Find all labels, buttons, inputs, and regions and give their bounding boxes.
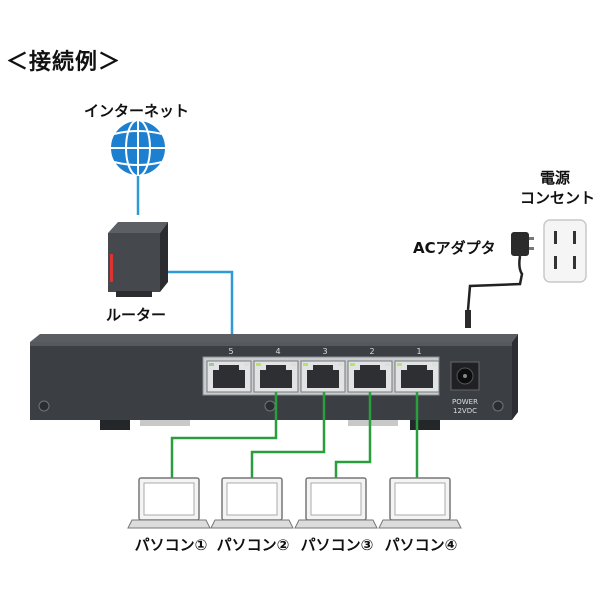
outlet-label-line1: 電源 bbox=[539, 169, 570, 187]
pc-label-4: パソコン④ bbox=[384, 536, 458, 554]
lan-port-2[interactable] bbox=[347, 360, 393, 393]
port-number-3: 3 bbox=[322, 347, 327, 356]
router-label: ルーター bbox=[106, 306, 167, 324]
switch-bracket bbox=[140, 418, 190, 426]
power-label: POWER bbox=[452, 398, 478, 406]
page-title: ＜接続例＞ bbox=[6, 50, 122, 75]
pc-label-1: パソコン① bbox=[134, 536, 208, 554]
port-led-icons bbox=[209, 363, 437, 366]
port-number-2: 2 bbox=[369, 347, 374, 356]
ac-adapter-icon bbox=[465, 232, 534, 328]
ac-adapter-label: ACアダプタ bbox=[413, 239, 496, 257]
globe-icon bbox=[109, 119, 167, 177]
laptop-icon bbox=[378, 477, 462, 529]
laptop-icon bbox=[210, 477, 294, 529]
power-outlet-icon bbox=[543, 219, 587, 283]
lan-port-1[interactable] bbox=[394, 360, 440, 393]
pc-label-3: パソコン③ bbox=[300, 536, 374, 554]
laptop-icon bbox=[294, 477, 378, 529]
lan-cables bbox=[170, 392, 419, 478]
screw-icon bbox=[264, 400, 276, 412]
voltage-label: 12VDC bbox=[453, 407, 477, 415]
power-jack[interactable] bbox=[450, 361, 480, 391]
lan-port-5[interactable] bbox=[206, 360, 252, 393]
internet-label: インターネット bbox=[84, 102, 190, 120]
lan-port-4[interactable] bbox=[253, 360, 299, 393]
screw-icon bbox=[38, 400, 50, 412]
router-icon bbox=[108, 222, 168, 297]
pc-label-2: パソコン② bbox=[216, 536, 290, 554]
switch-bracket bbox=[348, 418, 398, 426]
port-number-4: 4 bbox=[275, 347, 280, 356]
laptop-icon bbox=[127, 477, 211, 529]
port-number-1: 1 bbox=[416, 347, 421, 356]
port-number-5: 5 bbox=[228, 347, 233, 356]
lan-port-3[interactable] bbox=[300, 360, 346, 393]
internet-cable bbox=[136, 176, 234, 345]
outlet-label-line2: コンセント bbox=[520, 189, 596, 207]
screw-icon bbox=[492, 400, 504, 412]
